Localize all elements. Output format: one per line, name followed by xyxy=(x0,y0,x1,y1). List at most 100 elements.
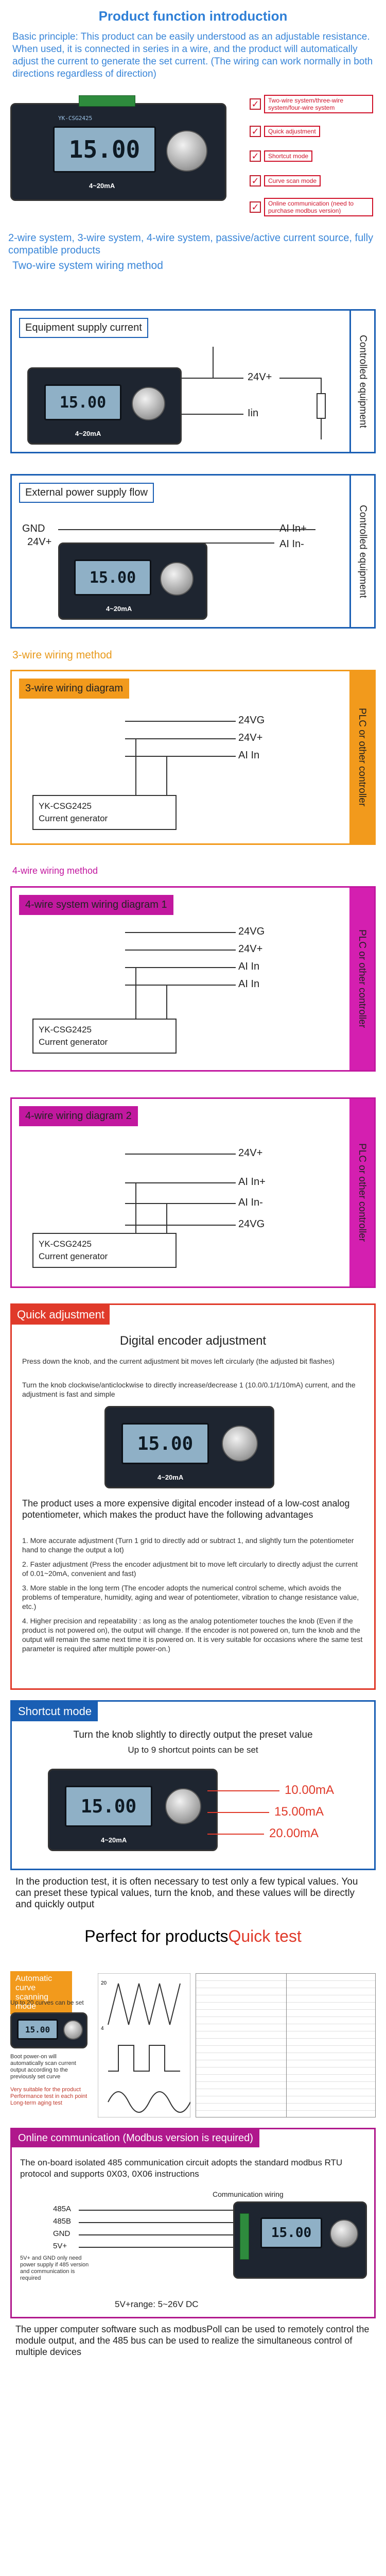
three-wire-frame: 3-wire wiring diagram 24VG 24V+ AI In YK… xyxy=(10,670,376,845)
pin-label: 24V+ xyxy=(248,371,272,383)
square-wave xyxy=(108,2045,180,2072)
shortcut-value: 10.00mA xyxy=(285,1783,335,1797)
curve-axis-bottom: 4 xyxy=(101,2026,104,2031)
lcd-display: 15.00 xyxy=(74,560,151,596)
online-tab: Online communication (Modbus version is … xyxy=(12,2129,259,2147)
feature-label: Two-wire system/three-wire system/four-w… xyxy=(264,95,373,113)
pin-label: 485B xyxy=(53,2217,72,2226)
product-block: YK-CSG2425 15.00 4~20mA ✓ Two-wire syste… xyxy=(0,95,386,218)
feature-label: Quick adjustment xyxy=(264,126,320,137)
pin-label: 24VG xyxy=(238,1218,265,1230)
encoder-knob[interactable] xyxy=(330,2219,358,2248)
wire xyxy=(166,756,167,795)
feature-item: ✓ Two-wire system/three-wire system/four… xyxy=(250,95,373,113)
pin-label: AI In xyxy=(238,961,260,972)
side-label: Controlled equipment xyxy=(349,311,374,452)
online-frame: Online communication (Modbus version is … xyxy=(10,2128,376,2318)
curve-p3: Very suitable for the product Performanc… xyxy=(10,2087,87,2106)
lcd-display: 15.00 xyxy=(121,1423,209,1464)
range-label: 4~20mA xyxy=(101,1836,127,1844)
perfect-line: Perfect for productsQuick test xyxy=(84,1927,302,1945)
current-generator-box: YK-CSG2425 Current generator xyxy=(32,1019,177,1054)
pin-label: 24V+ xyxy=(238,1147,263,1159)
three-wire-heading: 3-wire wiring method xyxy=(12,649,112,661)
shortcut-section: Shortcut mode Turn the knob slightly to … xyxy=(0,1700,386,1963)
encoder-knob[interactable] xyxy=(63,2020,83,2040)
wire xyxy=(125,738,236,739)
online-p1: The on-board isolated 485 communication … xyxy=(20,2158,343,2179)
side-label: Controlled equipment xyxy=(349,476,374,627)
four-wire-d2-title: 4-wire wiring diagram 2 xyxy=(19,1106,138,1126)
pin-label: Iin xyxy=(248,408,259,419)
wire xyxy=(166,1203,167,1233)
online-note: 5V+ and GND only need power supply if 48… xyxy=(20,2255,89,2281)
curve-section: Automatic curve scanning mode Up to 20 c… xyxy=(0,1963,386,2128)
feature-label: Online communication (need to purchase m… xyxy=(264,198,373,216)
encoder-knob[interactable] xyxy=(166,130,207,172)
lcd-display: 15.00 xyxy=(17,2019,58,2040)
wire xyxy=(125,985,236,986)
quick-a3: 3. More stable in the long term (The enc… xyxy=(22,1584,359,1611)
curve-table xyxy=(196,1973,376,2117)
wire xyxy=(182,414,243,415)
pin-label: AI In- xyxy=(238,1197,263,1208)
feature-label: Curve scan mode xyxy=(264,175,321,187)
product-detail-page: Product function introduction Basic prin… xyxy=(0,8,386,2408)
pin-label: 24V+ xyxy=(238,732,263,743)
side-label: PLC or other controller xyxy=(349,671,374,843)
encoder-knob[interactable] xyxy=(222,1426,258,1462)
pin-label: 5V+ xyxy=(53,2242,67,2250)
wire xyxy=(135,738,136,795)
curve-tab: Automatic curve scanning mode xyxy=(10,1971,72,2014)
table-rows xyxy=(196,1974,375,2117)
online-vrange: 5V+range: 5~26V DC xyxy=(115,2299,199,2309)
wire xyxy=(79,2234,233,2235)
wire xyxy=(125,1154,236,1155)
wire xyxy=(125,756,236,757)
wire xyxy=(166,985,167,1019)
quick-a4: 4. Higher precision and repeatability : … xyxy=(22,1617,363,1653)
sine-wave xyxy=(108,2091,190,2113)
pin-label: GND xyxy=(53,2229,71,2238)
four-wire-d1-frame: 4-wire system wiring diagram 1 24VG 24V+… xyxy=(10,886,376,1072)
check-icon: ✓ xyxy=(250,150,261,162)
wire xyxy=(125,932,236,933)
wire xyxy=(79,2247,233,2248)
quick-adjust-section: Quick adjustment Digital encoder adjustm… xyxy=(0,1298,386,1700)
check-icon: ✓ xyxy=(250,175,261,187)
wire xyxy=(182,378,243,379)
device-brand: YK-CSG2425 xyxy=(58,115,93,122)
lcd-display: 15.00 xyxy=(260,2217,322,2248)
feature-item: ✓ Shortcut mode xyxy=(250,150,373,162)
external-title: External power supply flow xyxy=(19,483,154,503)
comm-label: Communication wiring xyxy=(213,2190,284,2198)
supply-title: Equipment supply current xyxy=(19,318,148,338)
wire xyxy=(58,529,315,530)
range-label: 4~20mA xyxy=(75,430,101,437)
two-wire-heading: Two-wire system wiring method xyxy=(12,260,163,272)
check-icon: ✓ xyxy=(250,201,261,213)
shortcut-frame: Shortcut mode Turn the knob slightly to … xyxy=(10,1700,376,1870)
online-p2: The upper computer software such as modb… xyxy=(15,2324,370,2357)
table-divider xyxy=(286,1974,287,2117)
quick-a2: 2. Faster adjustment (Press the encoder … xyxy=(22,1560,358,1578)
device-image: 15.00 4~20mA xyxy=(48,1769,218,1851)
four-wire-d2-section: 4-wire wiring diagram 2 24V+ AI In+ AI I… xyxy=(0,1082,386,1298)
pin-label: GND xyxy=(22,523,45,534)
wire xyxy=(125,1182,236,1183)
encoder-knob[interactable] xyxy=(160,562,194,596)
online-section: Online communication (Modbus version is … xyxy=(0,2128,386,2408)
range-label: 4~20mA xyxy=(89,182,115,190)
current-generator-box: YK-CSG2425 Current generator xyxy=(32,795,177,830)
lcd-display: 15.00 xyxy=(44,384,121,420)
four-wire-heading: 4-wire wiring method xyxy=(12,866,98,876)
device-image: 15.00 4~20mA xyxy=(58,543,207,620)
shortcut-value: 20.00mA xyxy=(269,1826,319,1840)
feature-item: ✓ Online communication (need to purchase… xyxy=(250,198,373,216)
pin-label: AI In xyxy=(238,750,260,761)
encoder-knob[interactable] xyxy=(132,387,165,420)
four-wire-d1-title: 4-wire system wiring diagram 1 xyxy=(19,895,173,915)
encoder-knob[interactable] xyxy=(165,1788,201,1824)
arrow-line xyxy=(207,1790,279,1791)
four-wire-d2-frame: 4-wire wiring diagram 2 24V+ AI In+ AI I… xyxy=(10,1097,376,1288)
